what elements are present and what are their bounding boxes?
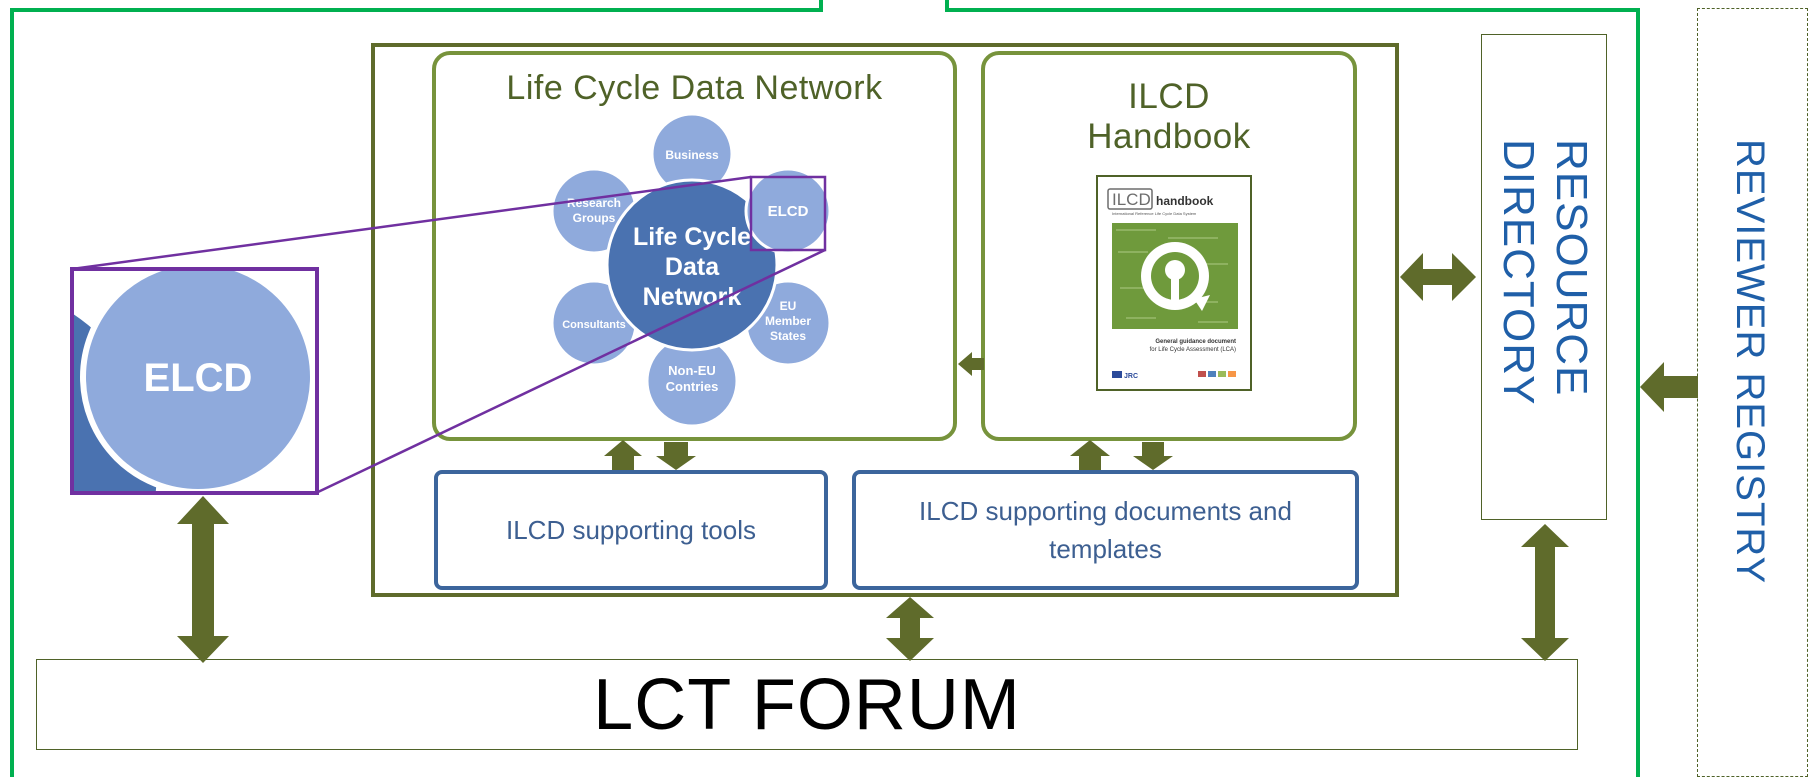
node-eu-label-2: Member: [765, 314, 811, 328]
outer-frame-right: [1636, 8, 1640, 777]
ilcd-supporting-documents-box: ILCD supporting documents and templates: [852, 470, 1359, 590]
ilcd-title-line1: ILCD: [1128, 77, 1210, 116]
elcd-zoom-label: ELCD: [144, 356, 253, 400]
arrow-docs-up: [1070, 440, 1110, 470]
arrow-main-resource: [1400, 253, 1476, 301]
reviewer-registry-label: REVIEWER REGISTRY: [1728, 139, 1772, 585]
zoom-line-top: [71, 175, 752, 271]
outer-frame-top-left: [10, 0, 823, 12]
ilcd-handbook-title: ILCD Handbook: [985, 77, 1353, 157]
resource-directory-box: RESOURCE DIRECTORY: [1481, 34, 1607, 520]
cover-word: handbook: [1156, 194, 1214, 208]
arrow-elcd-forum: [177, 496, 229, 663]
node-elcd: ELCD: [744, 167, 832, 255]
zoom-source-frame: [749, 175, 827, 252]
handbook-cover-art: ILCD handbook International Reference Li…: [1098, 177, 1250, 389]
ilcd-supporting-documents-label: ILCD supporting documents and templates: [919, 496, 1292, 564]
ilcd-system-box: [371, 43, 1399, 597]
node-research-label-2: Groups: [573, 211, 616, 225]
arrow-handbook-lcdn: [958, 352, 984, 376]
cover-logo: ILCD: [1112, 190, 1151, 209]
lcdn-title: Life Cycle Data Network: [506, 69, 883, 107]
node-consultants-label: Consultants: [562, 319, 626, 331]
resource-directory-label: RESOURCE DIRECTORY: [1494, 139, 1596, 406]
arrow-docs-down: [1133, 442, 1173, 470]
node-noneu-label-1: Non-EU: [668, 363, 716, 378]
outer-frame-top-right: [945, 0, 1640, 12]
arrow-resource-forum: [1521, 524, 1569, 661]
arrow-reviewer-frame: [1640, 362, 1698, 412]
ilcd-title-line2: Handbook: [1087, 117, 1251, 156]
node-center-line1: Life Cycle: [633, 223, 751, 251]
outer-frame-left: [10, 8, 14, 777]
ilcd-supporting-tools-label: ILCD supporting tools: [505, 515, 757, 545]
cover-caption-2: for Life Cycle Assessment (LCA): [1150, 347, 1236, 353]
lct-forum-box: LCT FORUM: [36, 659, 1578, 750]
arrow-tools-up: [604, 440, 642, 470]
cover-subtitle: International Reference Life Cycle Data …: [1112, 211, 1197, 216]
elcd-zoom-view: ELCD: [70, 267, 319, 495]
ilcd-supporting-tools-box: ILCD supporting tools: [434, 470, 828, 590]
cover-caption-1: General guidance document: [1155, 339, 1236, 345]
zoom-line-bottom: [317, 248, 826, 494]
arrow-main-forum: [886, 597, 934, 661]
node-eu-label-1: EU: [780, 299, 797, 313]
node-noneu-label-2: Contries: [666, 379, 719, 394]
arrow-tools-down: [656, 442, 696, 470]
node-business-label: Business: [665, 148, 719, 162]
arrows: [177, 253, 1698, 663]
node-non-eu: Non-EU Contries: [645, 334, 739, 428]
cover-footer: JRC: [1124, 373, 1138, 380]
node-eu-label-3: States: [770, 329, 806, 343]
node-center-line2: Data: [665, 253, 720, 281]
lct-forum-label: LCT FORUM: [593, 664, 1021, 745]
handbook-cover: ILCD handbook International Reference Li…: [1096, 175, 1252, 391]
node-elcd-label: ELCD: [768, 203, 809, 220]
